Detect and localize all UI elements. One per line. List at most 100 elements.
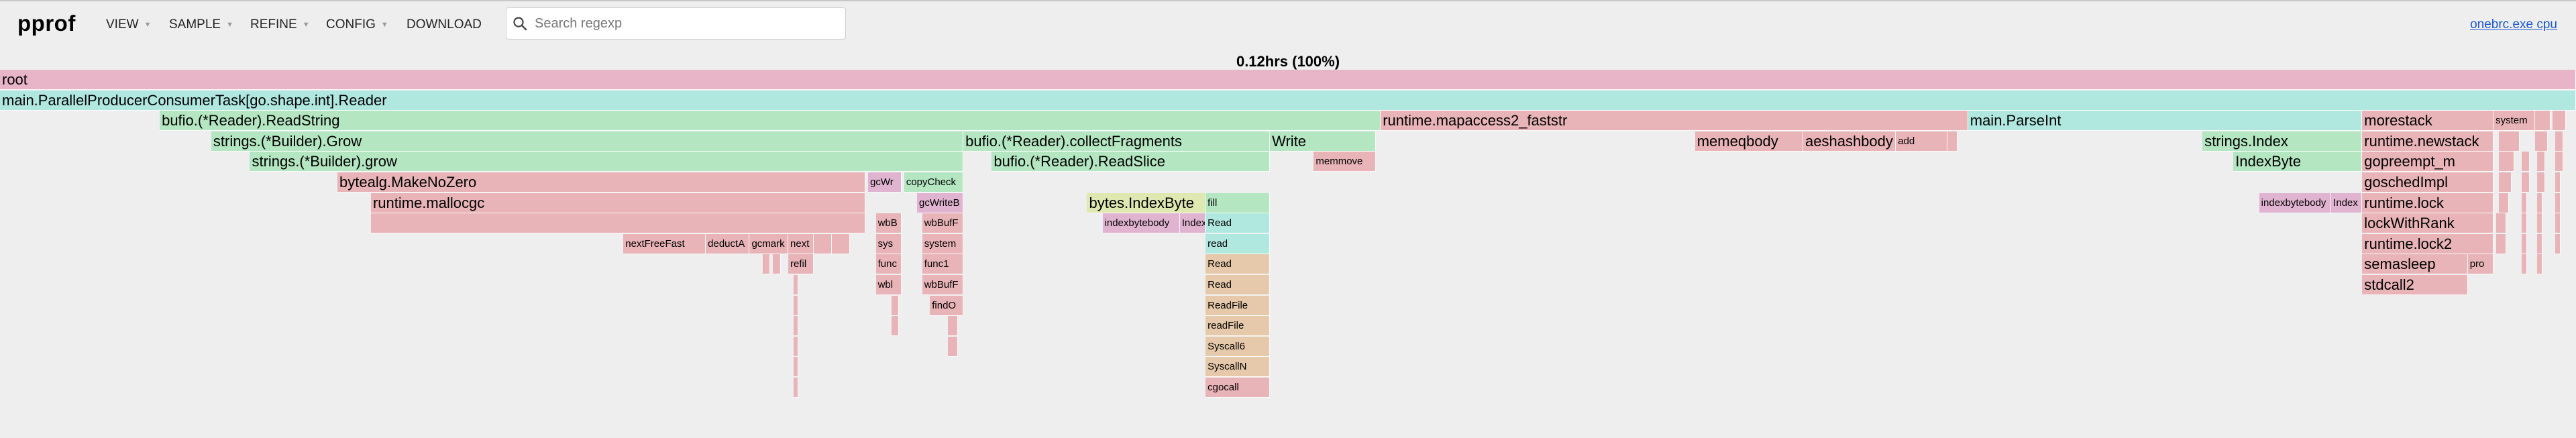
flame-frame[interactable]: strings.(*Builder).Grow [211,131,964,152]
flame-frame[interactable]: bufio.(*Reader).ReadString [160,111,1381,131]
flame-frame[interactable] [2555,193,2561,213]
flame-frame[interactable]: gcmark [749,233,789,254]
flame-frame[interactable]: bytealg.MakeNoZero [337,172,866,193]
flame-frame[interactable]: deductA [706,233,750,254]
flame-frame[interactable] [2555,131,2563,152]
flame-frame[interactable] [2537,254,2543,275]
flame-frame[interactable] [2498,172,2512,193]
flame-frame[interactable] [2555,172,2561,193]
menu-download[interactable]: DOWNLOAD [407,17,482,32]
flame-frame[interactable]: stdcall2 [2362,275,2468,295]
flame-frame[interactable] [2537,172,2545,193]
flame-frame[interactable]: Index [1179,213,1206,234]
flame-frame[interactable]: main.ParseInt [1968,111,2363,131]
flame-frame[interactable] [2498,193,2510,213]
flame-frame[interactable]: lockWithRank [2362,213,2494,234]
flame-frame[interactable]: bufio.(*Reader).ReadSlice [991,152,1271,172]
flame-frame[interactable]: runtime.newstack [2362,131,2494,152]
flame-frame[interactable]: bytes.IndexByte [1087,193,1206,213]
flame-frame[interactable]: runtime.mapaccess2_faststr [1381,111,1968,131]
flame-frame[interactable]: strings.(*Builder).grow [250,152,964,172]
flame-frame[interactable] [2522,193,2528,213]
menu-sample[interactable]: SAMPLE ▼ [169,17,233,32]
flame-frame[interactable]: root [0,70,2576,90]
flame-frame[interactable]: next [788,233,814,254]
flame-frame[interactable] [2534,111,2551,131]
flame-frame[interactable] [773,254,781,275]
flame-frame[interactable]: sys [875,233,902,254]
flame-frame[interactable]: morestack [2362,111,2494,131]
flame-frame[interactable]: readFile [1205,316,1271,337]
flame-frame[interactable]: add [1896,131,1948,152]
flame-frame[interactable] [2498,152,2514,172]
binary-link[interactable]: onebrc.exe cpu [2470,17,2557,32]
flame-frame[interactable] [2553,111,2566,131]
flame-frame[interactable] [2555,152,2563,172]
flame-frame[interactable]: Syscall6 [1205,336,1271,357]
flame-frame[interactable] [948,316,959,337]
flame-frame[interactable]: wbBufF [922,275,964,295]
flame-frame[interactable]: system [2493,111,2535,131]
flame-frame[interactable] [2537,213,2543,234]
flame-frame[interactable] [2522,172,2530,193]
flame-frame[interactable] [2522,213,2528,234]
flame-frame[interactable]: semasleep [2362,254,2468,275]
flame-frame[interactable] [2537,233,2543,254]
flame-frame[interactable]: cgocall [1205,378,1271,398]
flame-frame[interactable] [832,233,851,254]
flame-frame[interactable]: memmove [1313,152,1376,172]
flame-frame[interactable] [762,254,771,275]
flame-frame[interactable]: runtime.lock2 [2362,233,2494,254]
flame-frame[interactable] [891,295,900,316]
flame-frame[interactable] [793,357,799,378]
menu-config[interactable]: CONFIG ▼ [326,17,388,32]
flame-frame[interactable] [891,316,900,337]
flame-frame[interactable]: SyscallN [1205,357,1271,378]
flame-frame[interactable]: Index [2331,193,2363,213]
flame-frame[interactable] [793,295,799,316]
flame-frame[interactable] [2522,152,2530,172]
flame-frame[interactable]: system [922,233,964,254]
flame-frame[interactable]: Write [1270,131,1376,152]
flame-frame[interactable] [2534,131,2548,152]
flame-frame[interactable]: read [1205,233,1271,254]
flame-frame[interactable]: fill [1205,193,1271,213]
flame-frame[interactable] [793,316,799,337]
flame-frame[interactable] [2537,193,2543,213]
flame-frame[interactable] [793,378,799,398]
flame-frame[interactable]: func1 [922,254,964,275]
flame-frame[interactable] [2496,213,2507,234]
flame-frame[interactable]: bufio.(*Reader).collectFragments [963,131,1271,152]
flame-frame[interactable] [2522,254,2528,275]
search-input[interactable] [533,15,831,32]
flame-frame[interactable] [2537,152,2545,172]
flame-frame[interactable]: refil [788,254,814,275]
flame-frame[interactable] [370,213,866,234]
flame-frame[interactable] [2498,131,2520,152]
flame-frame[interactable] [2555,213,2561,234]
flame-frame[interactable] [793,275,799,295]
flame-frame[interactable]: gcWr [868,172,902,193]
flame-frame[interactable]: goschedImpl [2362,172,2494,193]
flame-frame[interactable]: Read [1205,254,1271,275]
flame-frame[interactable]: wbBufF [922,213,964,234]
flame-frame[interactable]: gcWriteB [917,193,964,213]
flame-frame[interactable]: main.ParallelProducerConsumerTask[go.sha… [0,90,2576,111]
flame-frame[interactable] [2496,233,2507,254]
flame-frame[interactable]: Read [1205,213,1271,234]
flame-frame[interactable]: aeshashbody [1803,131,1896,152]
flame-frame[interactable]: pro [2467,254,2494,275]
flame-frame[interactable]: func [875,254,902,275]
flame-frame[interactable]: IndexByte [2233,152,2363,172]
flame-frame[interactable]: Read [1205,275,1271,295]
flame-frame[interactable]: nextFreeFast [623,233,706,254]
flame-frame[interactable] [948,336,959,357]
flame-frame[interactable]: runtime.lock [2362,193,2494,213]
flame-frame[interactable]: wbl [875,275,902,295]
flame-frame[interactable] [1947,131,1958,152]
flame-frame[interactable]: indexbytebody [2259,193,2332,213]
flame-frame[interactable]: wbB [875,213,902,234]
flame-frame[interactable]: ReadFile [1205,295,1271,316]
flame-frame[interactable] [2522,233,2528,254]
flame-frame[interactable]: indexbytebody [1102,213,1180,234]
